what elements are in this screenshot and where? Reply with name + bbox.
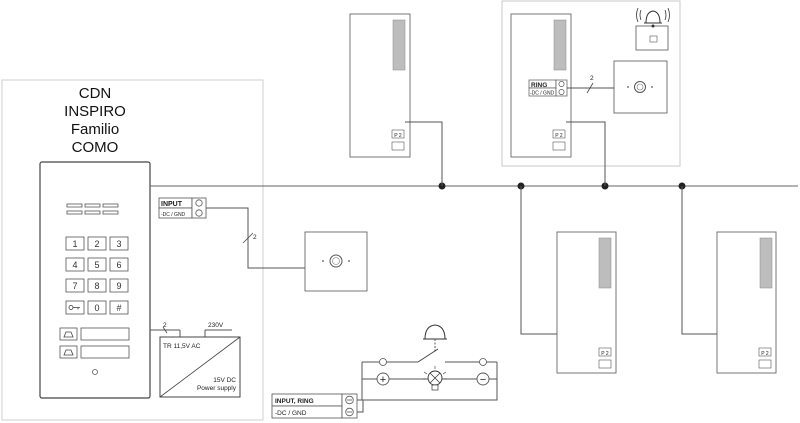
ring-wire-label: 2: [590, 75, 594, 82]
key-2-label: 2: [94, 239, 99, 249]
psu-bottom-line1: 15V DC: [213, 377, 236, 384]
key-7-label: 7: [72, 281, 77, 291]
key-6[interactable]: [109, 257, 129, 272]
mains-label: 230V: [208, 322, 224, 329]
bottom-block-line2: -DC / GND: [275, 410, 307, 417]
handset-4-p-label: P 2: [761, 351, 769, 357]
input-wire-label: 2: [253, 234, 257, 241]
ring-terminal-block: RING -DC / GND: [528, 79, 568, 97]
ring-gnd-label: -DC / GND: [530, 91, 555, 97]
key-5-label: 5: [94, 260, 99, 270]
input-gnd-label: -DC / GND: [161, 212, 186, 218]
key-0-label: 0: [94, 303, 99, 313]
ring-group-frame: [501, 0, 681, 167]
handset-1-wire: [405, 121, 443, 186]
station-title-line-4: COMO: [72, 139, 119, 156]
handset-4-wire: [681, 186, 717, 335]
key-9[interactable]: [109, 278, 129, 293]
name-plate-2: [80, 345, 130, 359]
key-9-label: 9: [116, 281, 121, 291]
speaker-grille: [66, 203, 119, 215]
station-title-line-2: INSPIRO: [64, 103, 126, 120]
key-3-label: 3: [116, 239, 121, 249]
doorbell-button-icon[interactable]: [304, 231, 368, 292]
bottom-block-line1: INPUT, RING: [275, 398, 314, 405]
minus-terminal-label: −: [480, 374, 486, 386]
handset-1-p-label: P 2: [394, 133, 402, 139]
keypad: 1 2 3 4 5 6 7 8 9 0: [65, 236, 129, 315]
station-panel-frame: [1, 79, 264, 421]
station-title-line-3: Familio: [71, 121, 119, 138]
key-8[interactable]: [87, 278, 107, 293]
plus-terminal-label: +: [380, 374, 386, 386]
handset-1: P 2: [349, 13, 411, 158]
handset-2-wire: [566, 121, 606, 186]
handset-3-p-label: P 2: [601, 351, 609, 357]
station-title-line-1: CDN: [79, 85, 112, 102]
key-hash[interactable]: [109, 300, 129, 315]
door-station: 1 2 3 4 5 6 7 8 9 0: [39, 161, 151, 399]
input-label: INPUT: [161, 201, 183, 208]
key-6-label: 6: [116, 260, 121, 270]
push-button-dome-icon: [423, 324, 447, 352]
key-hash-label: #: [116, 303, 121, 313]
handset-2-p-label: P 2: [555, 133, 563, 139]
key-8-label: 8: [94, 281, 99, 291]
key-1[interactable]: [65, 236, 85, 251]
psu-bottom-line2: Power supply: [197, 385, 237, 392]
key-icon: [68, 305, 80, 310]
key-4[interactable]: [65, 257, 85, 272]
handset-3-wire: [520, 186, 557, 335]
handset-3: P 2: [556, 231, 617, 374]
bulb-icon: [423, 366, 447, 391]
key-3[interactable]: [109, 236, 129, 251]
psu-wire-label: 2: [163, 322, 167, 329]
key-4-label: 4: [72, 260, 77, 270]
power-supply: TR 11,5V AC 15V DC Power supply 2 230V: [150, 322, 241, 398]
key-1-label: 1: [72, 239, 77, 249]
key-7[interactable]: [65, 278, 85, 293]
push-button-icon[interactable]: [613, 60, 668, 114]
bell-icon: [635, 7, 670, 51]
bulb-circuit: + −: [357, 324, 498, 413]
input-terminal-block: INPUT -DC / GND: [158, 197, 207, 219]
key-5[interactable]: [87, 257, 107, 272]
key-0[interactable]: [87, 300, 107, 315]
psu-top-label: TR 11,5V AC: [163, 343, 201, 350]
bell-symbol-icon: [63, 349, 74, 356]
bottom-terminal-block: INPUT, RING -DC / GND: [271, 393, 358, 419]
ring-label: RING: [531, 82, 547, 89]
microphone-dot: [92, 369, 98, 375]
bell-symbol-icon: [63, 331, 74, 338]
call-button-2[interactable]: [59, 345, 78, 359]
call-button-1[interactable]: [59, 327, 78, 341]
handset-4: P 2: [716, 231, 777, 374]
name-plate-1: [80, 327, 130, 341]
key-2[interactable]: [87, 236, 107, 251]
